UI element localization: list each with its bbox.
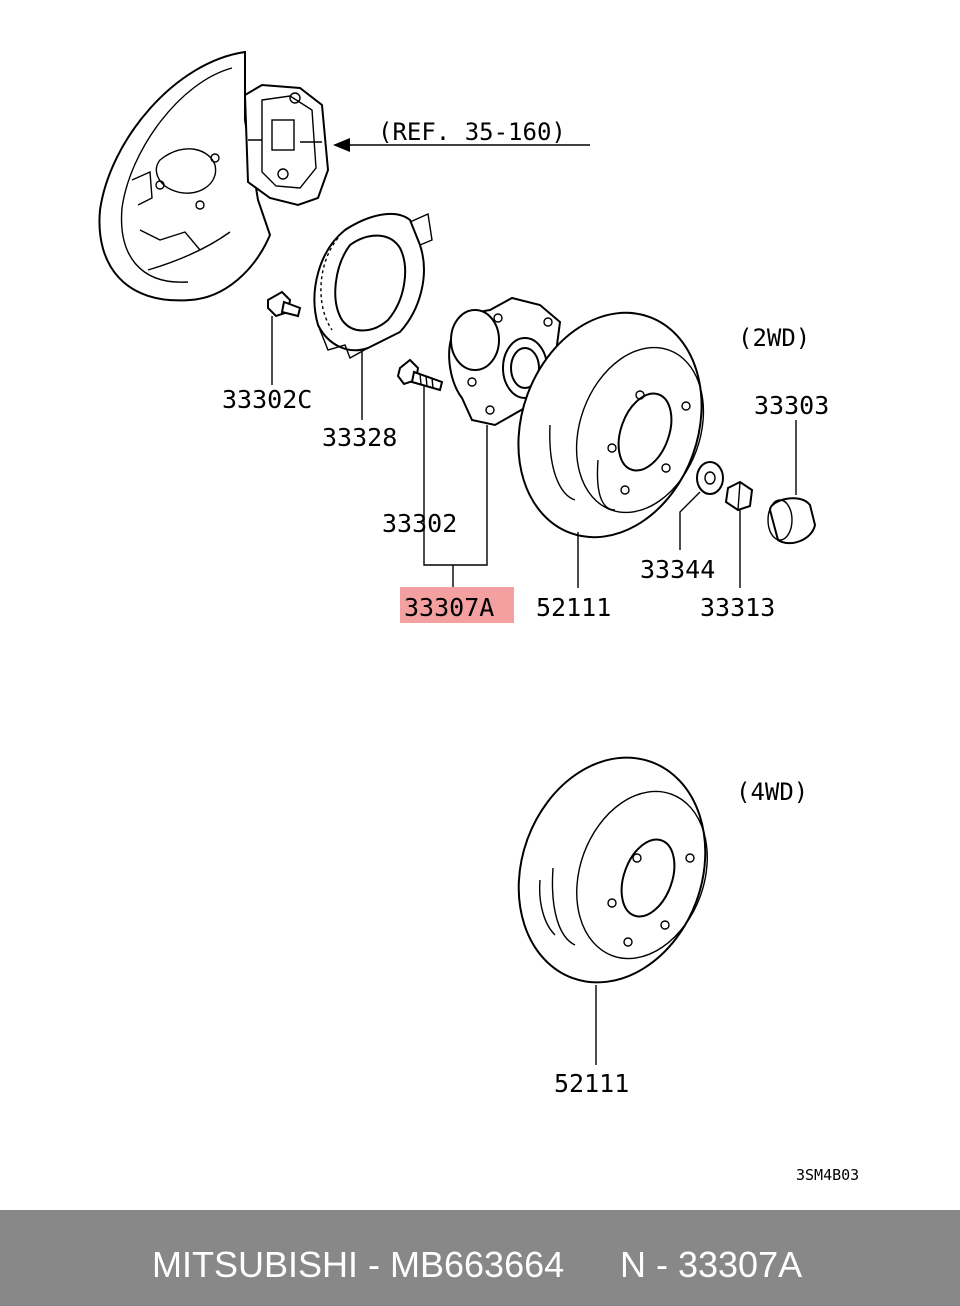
footer-brand-part-number: MITSUBISHI - MB663664 [152,1244,565,1285]
footer-catalog-reference: N - 33307A [620,1244,803,1285]
part-label-33307a[interactable]: 33307A [404,593,494,622]
part-label-33328[interactable]: 33328 [322,423,397,452]
exploded-parts-diagram: (REF. 35-160) [98,50,859,1184]
variant-label-2wd: (2WD) [738,324,810,352]
footer-bar: MITSUBISHI - MB663664 N - 33307A [0,1210,960,1306]
part-label-33303[interactable]: 33303 [754,391,829,420]
highlight-box [400,587,514,623]
part-label-33344[interactable]: 33344 [640,555,715,584]
part-label-52111-4wd[interactable]: 52111 [554,1069,629,1098]
part-label-33313[interactable]: 33313 [700,593,775,622]
reference-leader [333,138,590,152]
backing-plate-drawing [98,50,330,302]
part-label-33302c[interactable]: 33302C [222,385,312,414]
part-label-52111-2wd[interactable]: 52111 [536,593,611,622]
drawing-code: 3SM4B03 [796,1166,859,1184]
part-label-33302[interactable]: 33302 [382,509,457,538]
brake-disc-2wd-drawing [517,311,705,588]
hub-cap-33303-drawing [767,420,817,545]
hub-bolt-33302-drawing [396,358,488,588]
reference-label: (REF. 35-160) [378,118,566,146]
bolt-33302c-drawing [267,290,302,385]
variant-label-4wd: (4WD) [736,778,808,806]
brake-disc-4wd-drawing [517,756,708,1065]
washer-33344-drawing [679,461,724,550]
nut-33313-drawing [724,480,754,588]
abs-rotor-ring-drawing [313,212,433,420]
